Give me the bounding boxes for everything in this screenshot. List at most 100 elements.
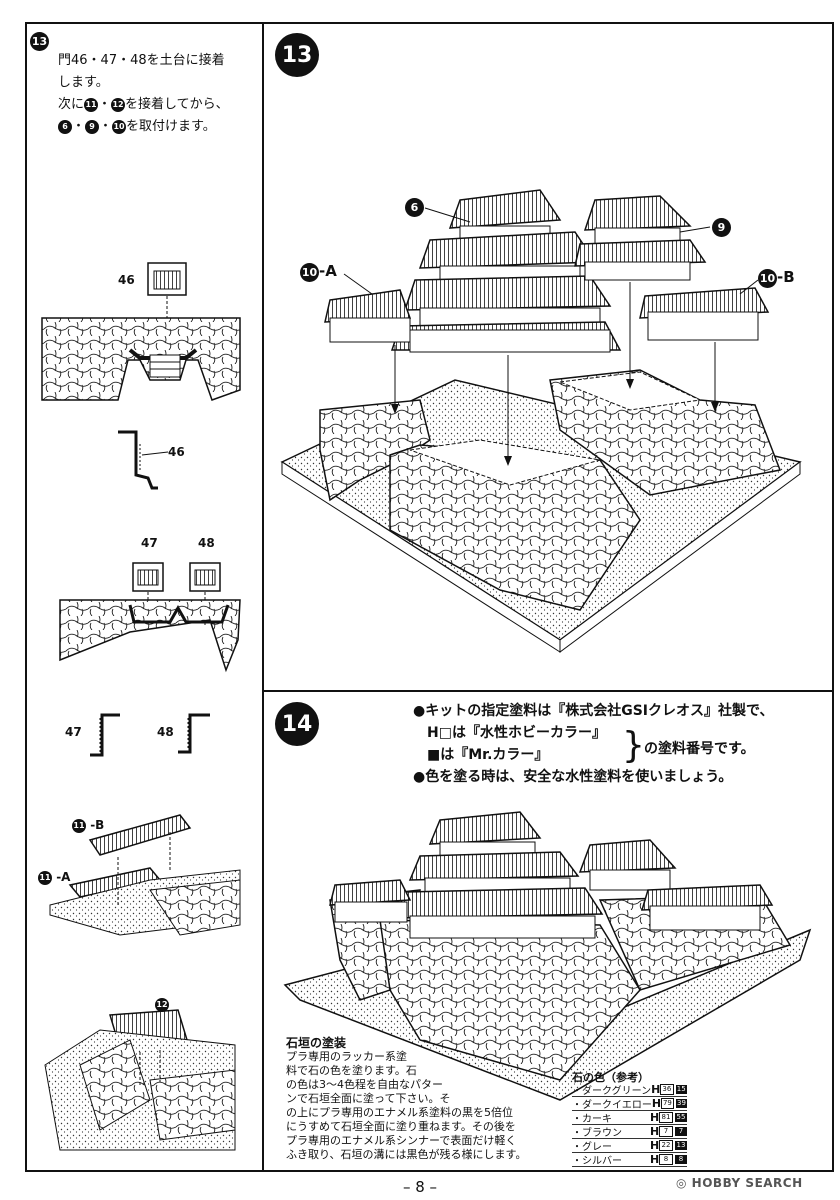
page-frame bbox=[25, 22, 834, 1172]
color-name: ・グレー bbox=[572, 1142, 612, 1153]
label-48-section: 48 bbox=[157, 725, 174, 739]
mr-color-number: 7 bbox=[675, 1127, 687, 1136]
castle-label-10a-suffix: -A bbox=[319, 262, 337, 280]
line3-post: を接着してから、 bbox=[125, 97, 229, 112]
turret-10b bbox=[639, 287, 770, 341]
part-10-badge: 10 bbox=[112, 119, 127, 134]
color-name: ・ダークグリーン bbox=[572, 1086, 652, 1097]
part-11-walkway-assembly bbox=[49, 814, 241, 936]
part-12-badge: 12 bbox=[111, 97, 126, 112]
hobby-color-mark: H bbox=[650, 1139, 660, 1152]
part-12-bridge-assembly bbox=[44, 1009, 236, 1151]
watermark: ◎ HOBBY SEARCH bbox=[676, 1176, 803, 1190]
hobby-color-number: 8 bbox=[659, 1154, 673, 1165]
castle-label-10b-badge: 10 bbox=[758, 269, 777, 288]
castle-small-tower-9 bbox=[574, 195, 707, 281]
gate-47-piece bbox=[132, 562, 164, 625]
step13-big-badge: 13 bbox=[275, 33, 319, 77]
stone-body-line: ンで石垣全面に塗って下さい。そ bbox=[286, 1092, 451, 1105]
paint-note-1: ●キットの指定塗料は『株式会社GSIクレオス』社製で、 bbox=[413, 703, 774, 719]
color-row: ・カーキ H 81 55 bbox=[572, 1111, 687, 1125]
color-row: ・ダークイエロー H 79 39 bbox=[572, 1097, 687, 1111]
castle-label-6: 6 bbox=[405, 197, 424, 217]
hobby-color-mark: H bbox=[650, 1153, 660, 1166]
gate-48-piece bbox=[189, 562, 221, 625]
color-name: ・ブラウン bbox=[572, 1128, 622, 1139]
label-11-b: 11 -B bbox=[72, 818, 104, 833]
stone-body-line: プラ専用のラッカー系塗 bbox=[286, 1050, 407, 1063]
turret-10a bbox=[324, 289, 412, 343]
step13-badge-number: 13 bbox=[30, 32, 49, 51]
part-9-badge: 9 bbox=[85, 119, 100, 134]
color-table-title: 石の色（参考） bbox=[572, 1071, 649, 1084]
label-46-top: 46 bbox=[118, 273, 135, 287]
color-name: ・ダークイエロー bbox=[572, 1100, 652, 1111]
line3-mid: ・ bbox=[98, 97, 112, 112]
step14-badge: 14 bbox=[275, 702, 319, 746]
part-6-badge: 6 bbox=[58, 119, 72, 134]
castle-label-10a-badge: 10 bbox=[300, 263, 319, 282]
castle-label-9: 9 bbox=[712, 217, 731, 237]
paint-brace: } bbox=[622, 725, 645, 766]
mr-color-number: 15 bbox=[675, 1085, 687, 1094]
step13-instructions: 門46・47・48を土台に接着 します。 次に11・12を接着してから、 6・9… bbox=[58, 50, 258, 138]
step14-badge-number: 14 bbox=[275, 702, 319, 746]
label-12: 12 bbox=[155, 997, 169, 1012]
stone-body-line: の色は3〜4色程を自由なパター bbox=[286, 1078, 443, 1091]
paint-note-3: ■は『Mr.カラー』 bbox=[427, 747, 549, 763]
line4-sep1: ・ bbox=[72, 119, 86, 134]
mr-color-number: 39 bbox=[675, 1099, 687, 1108]
paint-notes: ●キットの指定塗料は『株式会社GSIクレオス』社製で、 H□は『水性ホビーカラー… bbox=[413, 700, 773, 788]
hobby-color-mark: H bbox=[650, 1125, 660, 1138]
step13-line3: 次に11・12を接着してから、 bbox=[58, 94, 258, 116]
label-48-top: 48 bbox=[198, 536, 215, 550]
label-46-section: 46 bbox=[168, 445, 185, 459]
label-11-a: 11 -A bbox=[38, 870, 70, 885]
paint-brace-text: の塗料番号です。 bbox=[644, 741, 755, 757]
stone-painting-instructions: 石垣の塗装 プラ専用のラッカー系塗 料で石の色を塗ります。石 の色は3〜4色程を… bbox=[286, 1036, 536, 1162]
color-name: ・シルバー bbox=[572, 1156, 622, 1167]
label-11a-suffix: -A bbox=[56, 870, 71, 884]
line4-sep2: ・ bbox=[99, 119, 113, 134]
part-11-badge: 11 bbox=[84, 97, 99, 112]
color-row: ・グレー H 22 13 bbox=[572, 1139, 687, 1153]
gate-46-piece bbox=[147, 262, 187, 350]
stone-color-table: 石の色（参考） ・ダークグリーン H 36 15 ・ダークイエロー H 79 3… bbox=[572, 1069, 687, 1167]
label-47-top: 47 bbox=[141, 536, 158, 550]
hobby-color-number: 7 bbox=[659, 1126, 673, 1137]
color-row: ・ダークグリーン H 36 15 bbox=[572, 1083, 687, 1097]
castle-label-10b: 10-B bbox=[758, 268, 795, 288]
color-name: ・カーキ bbox=[572, 1114, 612, 1125]
step13-line1: 門46・47・48を土台に接着 bbox=[58, 53, 225, 68]
watermark-logo-icon: ◎ bbox=[676, 1176, 687, 1190]
castle-label-9-badge: 9 bbox=[712, 218, 731, 237]
mr-color-number: 55 bbox=[675, 1113, 687, 1122]
mr-color-number: 8 bbox=[675, 1155, 687, 1164]
step13-small-badge: 13 bbox=[30, 30, 49, 51]
hobby-color-mark: H bbox=[650, 1111, 660, 1124]
stone-body-line: にうすめて石垣全面に塗り重ねます。その後を bbox=[286, 1120, 516, 1133]
watermark-text: HOBBY SEARCH bbox=[691, 1176, 803, 1190]
hobby-color-number: 81 bbox=[659, 1112, 673, 1123]
hobby-color-number: 36 bbox=[660, 1084, 674, 1095]
paint-note-4: ●色を塗る時は、安全な水性塗料を使いましょう。 bbox=[413, 769, 733, 785]
castle-label-6-badge: 6 bbox=[405, 198, 424, 217]
castle-label-10b-suffix: -B bbox=[777, 268, 795, 286]
hobby-color-mark: H bbox=[651, 1097, 662, 1110]
label-11b-suffix: -B bbox=[90, 818, 105, 832]
label-12-badge: 12 bbox=[155, 997, 169, 1012]
paint-note-2: H□は『水性ホビーカラー』 bbox=[427, 725, 606, 741]
label-11a-badge: 11 bbox=[38, 870, 52, 885]
hobby-color-mark: H bbox=[651, 1083, 661, 1096]
stone-body-line: の上にプラ専用のエナメル系塗料の黒を5倍位 bbox=[286, 1106, 513, 1119]
color-row: ・シルバー H 8 8 bbox=[572, 1153, 687, 1167]
hobby-color-number: 22 bbox=[659, 1140, 673, 1151]
step13-line2: します。 bbox=[58, 75, 109, 90]
vertical-divider bbox=[262, 22, 264, 1172]
line3-pre: 次に bbox=[58, 97, 85, 112]
label-47-section: 47 bbox=[65, 725, 82, 739]
line4-post: を取付けます。 bbox=[126, 119, 216, 134]
